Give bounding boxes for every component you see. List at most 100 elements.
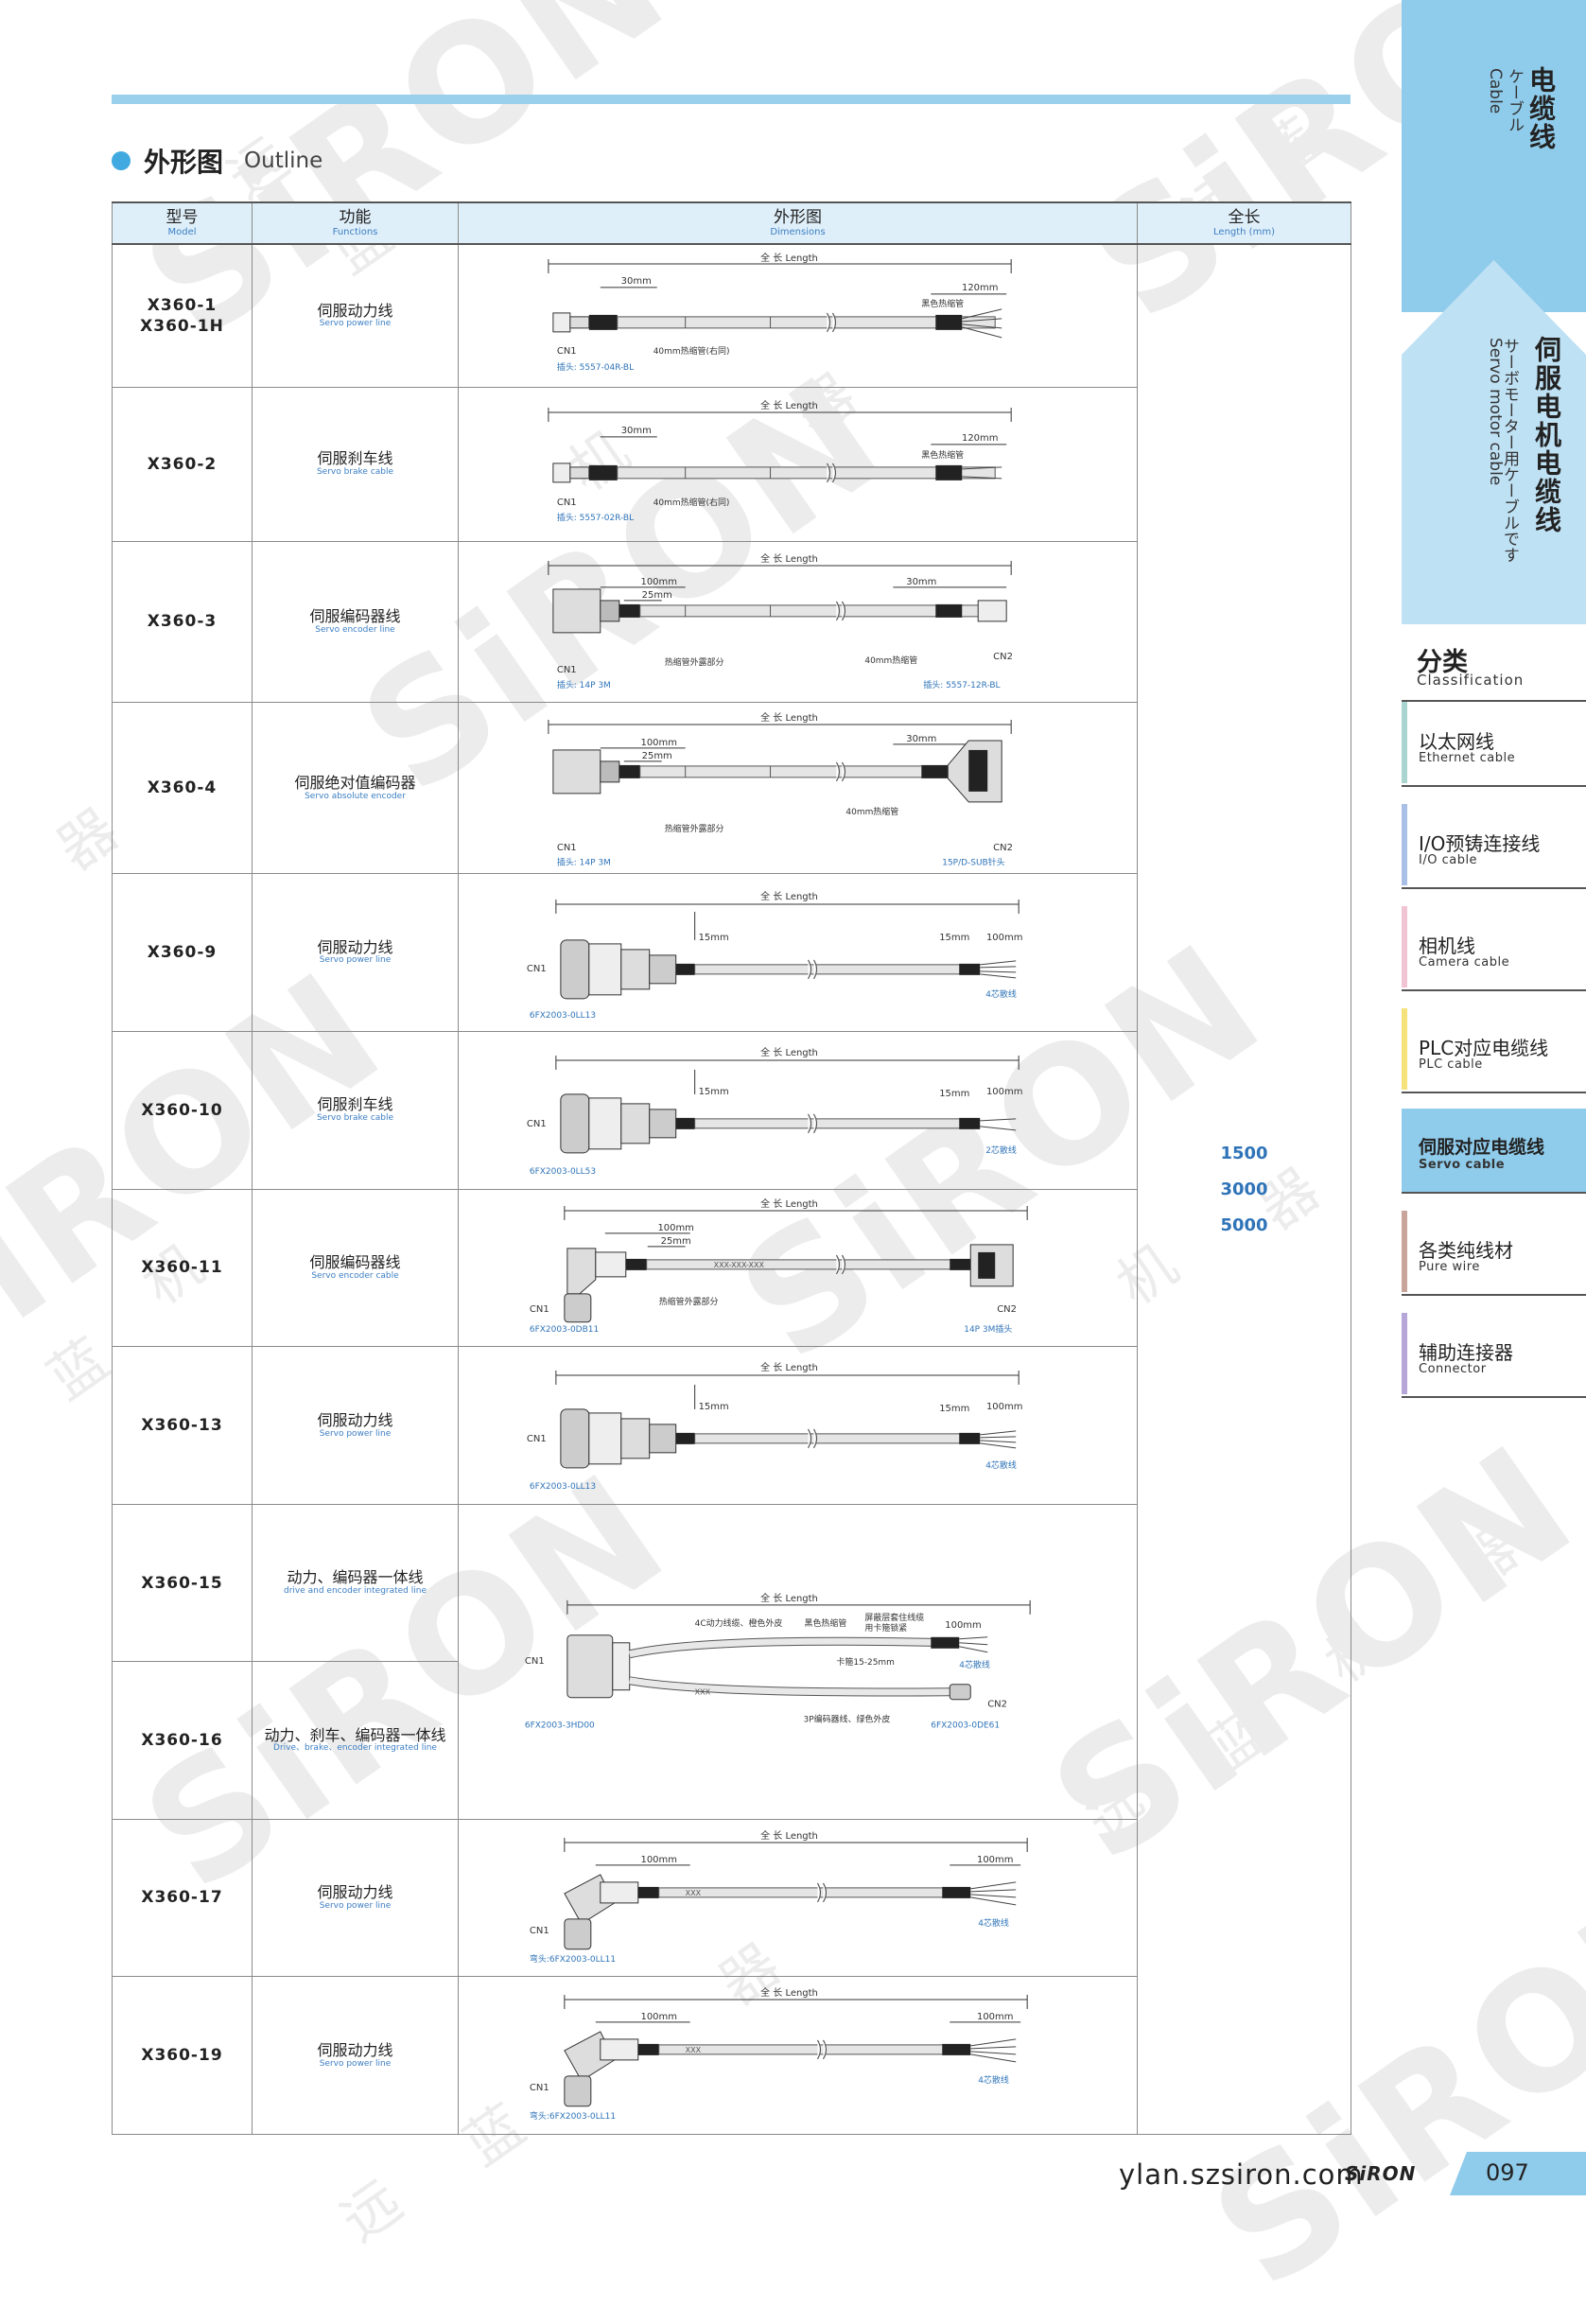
svg-text:弯头:6FX2003-0LL11: 弯头:6FX2003-0LL11 [530,1952,616,1964]
svg-text:15mm: 15mm [939,1089,969,1099]
svg-text:插头: 5557-02R-BL: 插头: 5557-02R-BL [557,512,634,523]
cable-drawing-x360-11: 全 长 Length 100mm 25mm XXX-XXX-XXX [530,1197,1028,1334]
svg-text:全 长 Length: 全 长 Length [760,1361,818,1373]
sidebar: 电缆线 ケーブル Cable 伺服电机电缆线 サーボモーター用ケーブルです Se… [1402,0,1586,2254]
svg-text:100mm: 100mm [640,1855,676,1865]
svg-text:CN1: CN1 [530,1303,549,1314]
svg-text:100mm: 100mm [986,1402,1022,1412]
watermark-char: 蓝 [36,1326,121,1413]
svg-text:15mm: 15mm [699,933,729,943]
tab-cable-zh: 电缆线 [1525,66,1557,151]
svg-text:CN2: CN2 [987,1700,1007,1710]
svg-text:全 长 Length: 全 长 Length [760,252,818,264]
model-cell: X360-4 [112,702,253,875]
svg-text:XXX: XXX [695,1688,711,1697]
svg-text:屏蔽层套住线缆: 屏蔽层套住线缆 [864,1612,924,1623]
svg-text:100mm: 100mm [986,1087,1022,1097]
svg-text:CN1: CN1 [557,843,577,853]
cable-drawing-x360-15-16: 全 长 Length 4C动力线缆、橙色外皮 黑色热缩管 屏蔽层套住线缆 用卡箍… [525,1592,1031,1731]
svg-text:插头: 5557-12R-BL: 插头: 5557-12R-BL [923,678,1000,690]
svg-text:全 长 Length: 全 长 Length [760,1046,818,1058]
svg-text:CN1: CN1 [527,1119,547,1129]
svg-text:4芯散线: 4芯散线 [985,988,1017,1000]
svg-text:100mm: 100mm [977,2012,1013,2022]
category-color-bar [1402,1109,1407,1190]
svg-text:热缩管外露部分: 热缩管外露部分 [659,1295,719,1306]
model-cell: X360-11 [112,1189,253,1348]
svg-text:4芯散线: 4芯散线 [985,1459,1017,1471]
svg-text:4芯散线: 4芯散线 [978,1916,1009,1928]
svg-text:100mm: 100mm [977,1855,1013,1865]
sidebar-item-servo[interactable]: 伺服对应电缆线 Servo cable [1402,1109,1586,1194]
cable-drawing-x360-3: 全 长 Length 100mm 25mm 30mm [548,552,1013,690]
svg-text:CN1: CN1 [557,346,577,357]
svg-text:黑色热缩管: 黑色热缩管 [921,449,964,461]
sidebar-item-pure-wire[interactable]: 各类纯线材 Pure wire [1402,1211,1586,1296]
tab-cable[interactable]: 电缆线 ケーブル Cable [1402,0,1586,312]
dimension-drawing: 全 长 Length 15mm 15mm 100mm [458,873,1138,1032]
cable-drawing-x360-10: 全 长 Length 15mm 15mm 100mm C [527,1046,1023,1177]
svg-text:40mm热缩管(右同): 40mm热缩管(右同) [654,345,730,357]
svg-text:40mm热缩管(右同): 40mm热缩管(右同) [654,497,730,508]
top-accent-bar [112,95,1351,104]
model-cell: X360-15 [112,1504,253,1663]
svg-text:6FX2003-0LL53: 6FX2003-0LL53 [530,1167,596,1177]
sidebar-item-plc[interactable]: PLC对应电缆线 PLC cable [1402,1008,1586,1093]
category-color-bar [1402,906,1407,987]
model-cell: X360-19 [112,1976,253,2136]
svg-text:全 长 Length: 全 长 Length [760,1829,818,1842]
svg-text:CN1: CN1 [527,1434,547,1444]
svg-text:15mm: 15mm [939,933,969,943]
svg-text:插头: 5557-04R-BL: 插头: 5557-04R-BL [557,361,634,373]
sidebar-item-io-cable[interactable]: I/O预铸连接线 I/O cable [1402,804,1586,889]
model-cell: X360-3 [112,541,253,704]
tab-cable-en: Cable [1486,68,1505,114]
svg-text:CN2: CN2 [997,1303,1017,1314]
svg-text:120mm: 120mm [962,433,998,444]
footer-logo: SiRON [1345,2162,1417,2185]
tab-servo-motor-cable[interactable]: 伺服电机电缆线 サーボモーター用ケーブルです Servo motor cable [1402,260,1586,624]
svg-text:全 长 Length: 全 长 Length [760,1592,818,1604]
length-value: 5000 [1220,1214,1268,1235]
svg-text:30mm: 30mm [906,576,936,586]
sidebar-item-ethernet[interactable]: 以太网线 Ethernet cable [1402,702,1586,787]
dimension-drawing: 全 长 Length 100mm 100mm XXX [458,1976,1138,2136]
dimension-drawing: 全 长 Length 100mm 100mm XXX [458,1819,1138,1978]
category-color-bar [1402,1211,1407,1292]
svg-text:25mm: 25mm [642,751,672,761]
svg-text:黑色热缩管: 黑色热缩管 [921,298,964,309]
svg-text:6FX2003-0LL13: 6FX2003-0LL13 [530,1011,596,1021]
svg-text:2芯散线: 2芯散线 [985,1145,1017,1156]
dimension-drawing: 全 长 Length 15mm 15mm 100mm C [458,1031,1138,1190]
sidebar-item-connector[interactable]: 辅助连接器 Connector [1402,1313,1586,1398]
svg-text:XXX: XXX [686,2046,702,2054]
svg-text:120mm: 120mm [962,283,998,293]
model-cell: X360-9 [112,873,253,1032]
dimension-drawing: 全 长 Length 30mm 120mm 黑色热缩管 [458,387,1138,542]
svg-text:黑色热缩管: 黑色热缩管 [804,1617,846,1629]
svg-text:30mm: 30mm [906,734,936,744]
svg-text:40mm热缩管: 40mm热缩管 [845,806,898,817]
watermark-char: 远 [329,2168,414,2255]
svg-text:插头: 14P 3M: 插头: 14P 3M [557,857,611,868]
footer-url[interactable]: ylan.szsiron.com [1119,2158,1364,2191]
sidebar-item-camera[interactable]: 相机线 Camera cable [1402,906,1586,991]
svg-text:卡箍15-25mm: 卡箍15-25mm [836,1656,894,1668]
cable-drawing-x360-9: 全 长 Length 15mm 15mm 100mm [527,890,1023,1021]
dimension-drawing: 全 长 Length 100mm 25mm XXX-XXX-XXX [458,1189,1138,1348]
category-color-bar [1402,702,1407,783]
